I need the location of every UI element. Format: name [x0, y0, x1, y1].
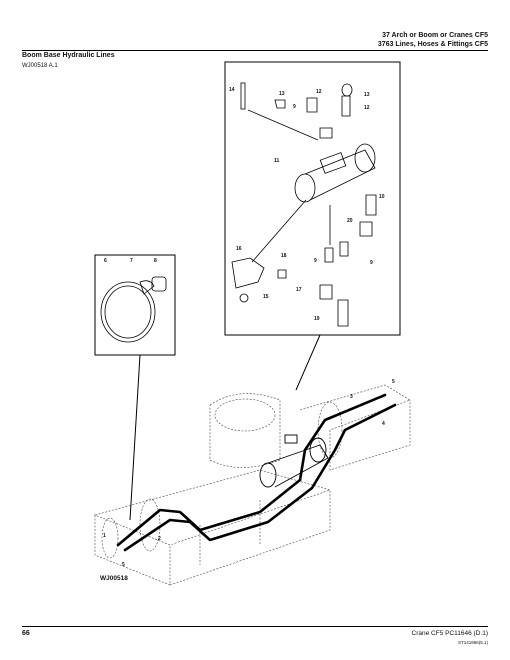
callout-5a: 5: [392, 379, 395, 385]
callout-8: 8: [154, 258, 157, 264]
callout-2: 2: [158, 536, 161, 542]
parts-diagram: 14 13 12 13 12 9 11 10 20 16 18 9 9 17 1…: [94, 61, 411, 586]
hydraulic-lines: [116, 393, 397, 552]
callout-5b: 5: [122, 562, 125, 568]
footer-rule: [22, 626, 488, 627]
callout-7: 7: [130, 258, 133, 264]
page-number: 66: [22, 630, 30, 637]
callout-6: 6: [104, 258, 107, 264]
callout-14: 14: [229, 87, 235, 93]
callout-9a: 9: [293, 104, 296, 110]
callout-9b: 9: [314, 258, 317, 264]
seal-ring-drawing: [100, 276, 167, 343]
footer-code: ST141866(5.1): [457, 640, 488, 645]
callout-20: 20: [347, 218, 353, 224]
callout-labels: 14 13 12 13 12 9 11 10 20 16 18 9 9 17 1…: [103, 87, 395, 568]
callout-12b: 12: [364, 105, 370, 111]
figure-id-label: WJ00518: [100, 575, 128, 582]
callout-11: 11: [274, 158, 280, 164]
callout-4: 4: [382, 421, 385, 427]
callout-16: 16: [236, 246, 242, 252]
valve-block-drawing: [259, 434, 329, 488]
header-title-line2: 3763 Lines, Hoses & Fittings CF5: [377, 41, 488, 48]
callout-13b: 13: [364, 92, 370, 98]
callout-9c: 9: [370, 260, 373, 266]
fittings-drawing: [231, 82, 377, 327]
callout-19: 19: [314, 316, 320, 322]
section-title: Boom Base Hydraulic Lines: [22, 52, 115, 59]
callout-18: 18: [281, 253, 287, 259]
callout-17: 17: [296, 287, 302, 293]
header-rule: [22, 50, 488, 51]
detail-inset-frame-left: [94, 254, 176, 356]
callout-15: 15: [263, 294, 269, 300]
callout-1: 1: [103, 533, 106, 539]
publication-ref: Crane CF5 PC11646 (D.1): [411, 630, 488, 637]
figure-reference: WJ00518 A.1: [22, 63, 58, 69]
callout-10: 10: [379, 194, 385, 200]
boom-base-assembly-drawing: [94, 384, 411, 586]
callout-12a: 12: [316, 89, 322, 95]
header-title-line1: 37 Arch or Boom or Cranes CF5: [382, 32, 488, 39]
callout-3: 3: [350, 394, 353, 400]
callout-13a: 13: [279, 91, 285, 97]
